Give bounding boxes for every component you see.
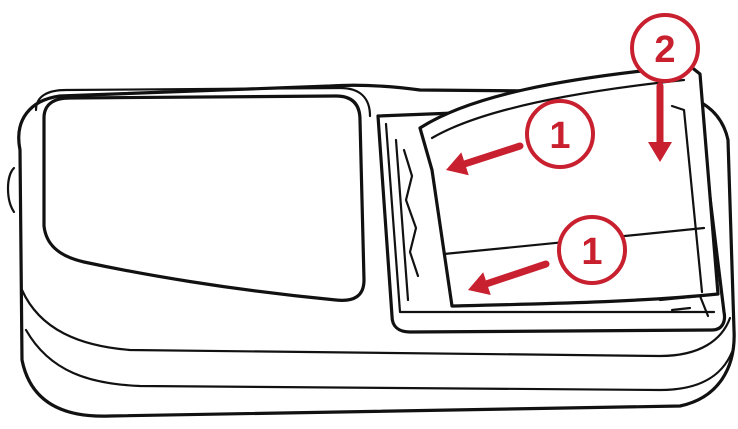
callout-number: 1 — [581, 231, 602, 273]
callout-3: 2 — [632, 15, 698, 81]
callout-2: 1 — [559, 217, 625, 283]
callout-1: 1 — [527, 101, 593, 167]
callout-number: 1 — [549, 115, 570, 157]
callout-number: 2 — [654, 29, 675, 71]
